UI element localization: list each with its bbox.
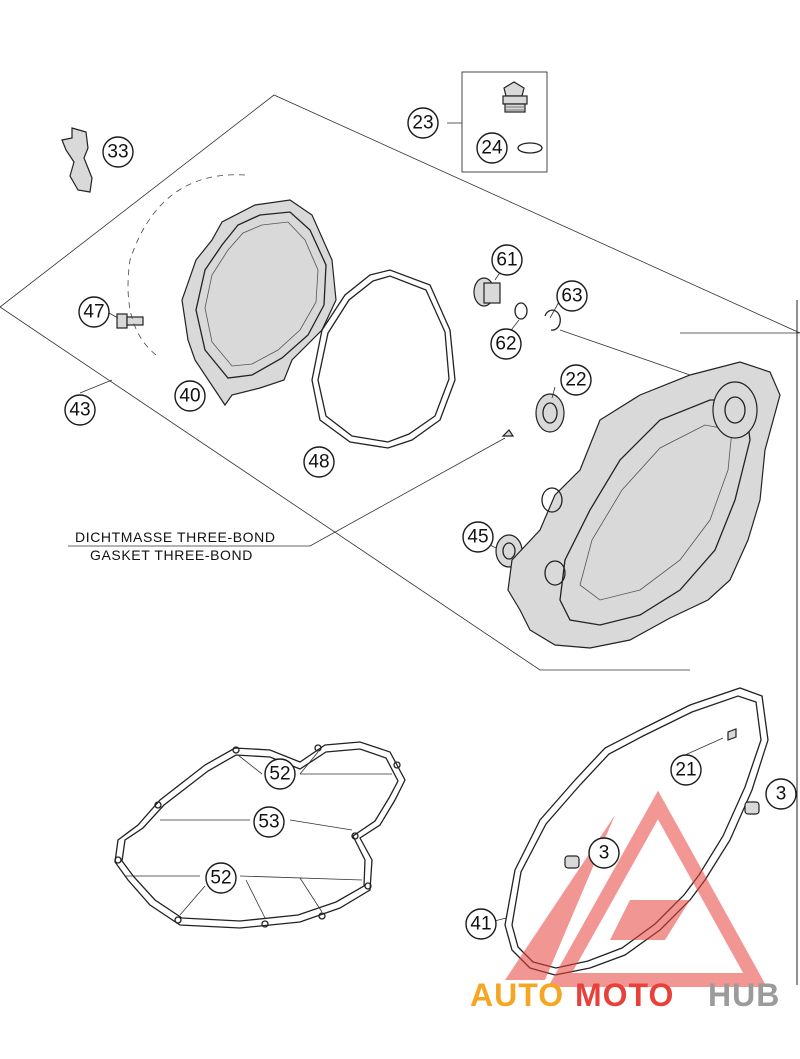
watermark-text-moto: MOTO xyxy=(575,977,674,1013)
svg-text:53: 53 xyxy=(258,812,279,833)
gasket-48 xyxy=(311,269,456,449)
callout-52-top: 52 xyxy=(264,758,296,790)
callout-63: 63 xyxy=(556,280,588,312)
callout-3-left: 3 xyxy=(588,837,620,869)
o-ring-24 xyxy=(517,142,543,154)
watermark-logo xyxy=(505,790,767,987)
bearing-22 xyxy=(535,393,565,433)
gasket-52-53-leaders xyxy=(125,751,392,919)
seal-parts-61-62-63 xyxy=(473,277,561,331)
callout-24: 24 xyxy=(476,132,508,164)
svg-text:45: 45 xyxy=(467,527,488,548)
oil-plug-box xyxy=(461,71,548,173)
svg-text:47: 47 xyxy=(83,302,104,323)
svg-text:63: 63 xyxy=(561,286,582,307)
dashed-arc xyxy=(127,174,246,359)
svg-text:24: 24 xyxy=(481,138,503,159)
svg-text:22: 22 xyxy=(565,370,586,391)
crankcase-cover xyxy=(507,361,781,649)
callout-21: 21 xyxy=(670,754,702,786)
callout-33: 33 xyxy=(102,136,134,168)
svg-text:33: 33 xyxy=(107,142,128,163)
clutch-cover-40 xyxy=(181,199,337,407)
svg-text:3: 3 xyxy=(776,784,787,805)
oil-plug xyxy=(502,81,528,113)
callout-41: 41 xyxy=(465,908,497,940)
gasket-52-53 xyxy=(114,741,406,929)
dowel-pins-3 xyxy=(564,728,760,869)
svg-text:61: 61 xyxy=(496,250,517,271)
svg-text:52: 52 xyxy=(269,764,290,785)
callout-45: 45 xyxy=(462,521,494,553)
svg-text:3: 3 xyxy=(599,843,610,864)
svg-text:48: 48 xyxy=(308,452,329,473)
svg-text:52: 52 xyxy=(210,868,231,889)
callout-23: 23 xyxy=(407,107,439,139)
svg-text:41: 41 xyxy=(470,914,491,935)
note-line-1: DICHTMASSE THREE-BOND xyxy=(75,529,276,545)
callout-52-bottom: 52 xyxy=(205,862,237,894)
svg-text:21: 21 xyxy=(675,760,696,781)
watermark-text-auto: AUTO xyxy=(470,977,564,1013)
screw-47 xyxy=(116,313,144,329)
assembly-group-outline xyxy=(0,94,800,671)
gasket-52-holes xyxy=(114,744,401,928)
svg-text:62: 62 xyxy=(495,334,516,355)
callout-43: 43 xyxy=(64,394,96,426)
callout-53: 53 xyxy=(253,806,285,838)
callout-47: 47 xyxy=(78,296,110,328)
callout-22: 22 xyxy=(560,364,592,396)
svg-text:43: 43 xyxy=(69,400,90,421)
callout-3-right: 3 xyxy=(765,778,797,810)
callout-61: 61 xyxy=(491,244,523,276)
callout-62: 62 xyxy=(490,328,522,360)
watermark-text-hub: HUB xyxy=(708,977,780,1013)
callout-48: 48 xyxy=(303,446,335,478)
bracket-33 xyxy=(61,127,93,193)
callout-40: 40 xyxy=(174,380,206,412)
svg-text:23: 23 xyxy=(412,113,433,134)
note-line-2: GASKET THREE-BOND xyxy=(90,547,253,563)
svg-text:40: 40 xyxy=(179,386,200,407)
